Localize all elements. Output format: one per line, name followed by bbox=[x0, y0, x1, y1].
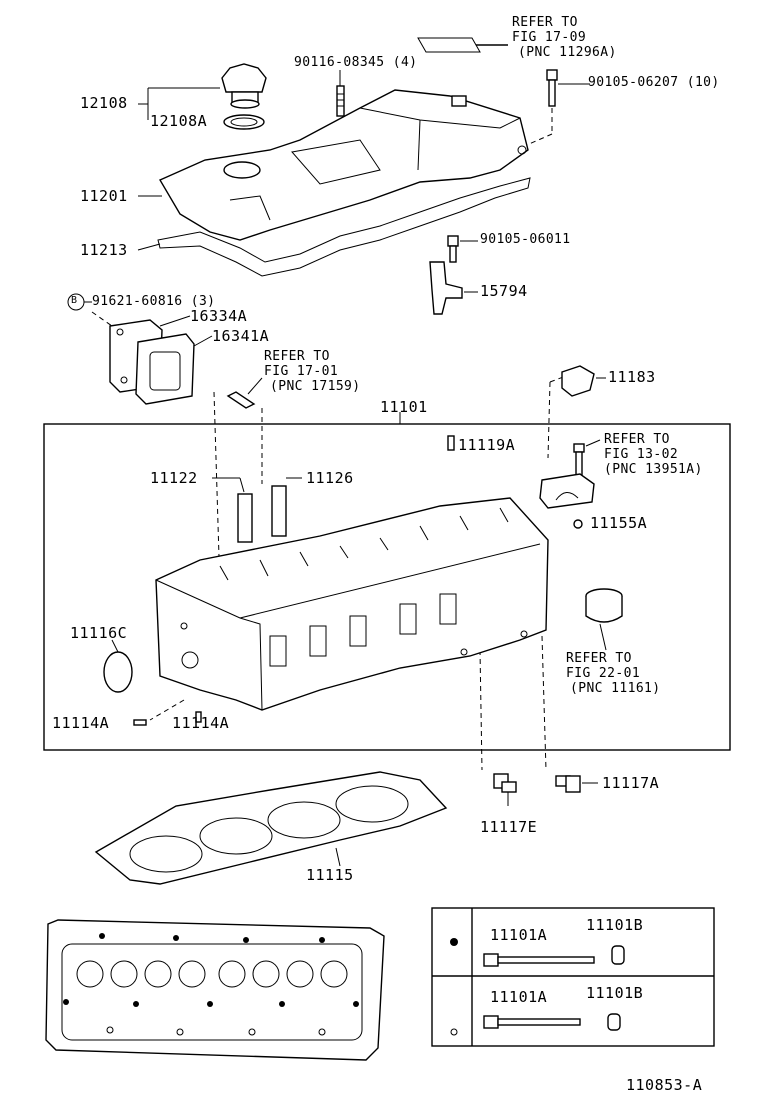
label-11126: 11126 bbox=[306, 469, 354, 487]
label-12108: 12108 bbox=[80, 94, 128, 112]
label-91621: 91621-60816 (3) bbox=[92, 294, 216, 309]
refer-1709-line2: FIG 17-09 bbox=[512, 30, 587, 45]
pin-11119A[interactable] bbox=[447, 435, 455, 451]
label-16341A: 16341A bbox=[212, 327, 270, 345]
sensor-15794[interactable] bbox=[429, 261, 463, 315]
filler-cap-gasket[interactable] bbox=[223, 114, 265, 130]
refer-2201-line3: (PNC 11161) bbox=[570, 681, 661, 696]
label-11119A: 11119A bbox=[458, 436, 516, 454]
table-row2-washer: 11101B bbox=[586, 984, 644, 1002]
head-washer-icon-2 bbox=[607, 1013, 621, 1031]
figure-id: 110853-A bbox=[626, 1076, 703, 1094]
label-11122: 11122 bbox=[150, 469, 198, 487]
valve-guide-11126[interactable] bbox=[271, 485, 287, 537]
pin-11114A-right[interactable] bbox=[195, 711, 202, 723]
refer-1709-line3: (PNC 11296A) bbox=[518, 45, 617, 60]
cylinder-head[interactable] bbox=[155, 497, 549, 711]
refer-1302-line1: REFER TO bbox=[604, 432, 670, 447]
label-90105-06207: 90105-06207 (10) bbox=[588, 75, 720, 90]
head-washer-icon bbox=[611, 945, 625, 965]
refer-2201-line2: FIG 22-01 bbox=[566, 666, 641, 681]
cam-plug-11161[interactable] bbox=[585, 588, 623, 623]
label-90105-06011: 90105-06011 bbox=[480, 232, 571, 247]
valve-guide-11122[interactable] bbox=[237, 493, 253, 543]
cylinder-head-bottom-view[interactable] bbox=[45, 919, 385, 1061]
label-11183: 11183 bbox=[608, 368, 656, 386]
refer-1709-line1: REFER TO bbox=[512, 15, 578, 30]
plug-11117A[interactable] bbox=[555, 775, 581, 793]
refer-1701-line2: FIG 17-01 bbox=[264, 364, 339, 379]
bolt-table bbox=[431, 907, 715, 1047]
label-11117E: 11117E bbox=[480, 818, 538, 836]
valve-cover-gasket[interactable] bbox=[157, 177, 531, 277]
label-11115: 11115 bbox=[306, 866, 354, 884]
label-11114A-left: 11114A bbox=[52, 714, 110, 732]
camshaft-cap-11183[interactable] bbox=[561, 365, 595, 397]
valve-cover[interactable] bbox=[158, 89, 529, 241]
label-11155A: 11155A bbox=[590, 514, 648, 532]
plug-11117E[interactable] bbox=[493, 773, 517, 793]
marker-open-icon bbox=[450, 1028, 458, 1036]
label-11213: 11213 bbox=[80, 241, 128, 259]
table-row1-washer: 11101B bbox=[586, 916, 644, 934]
label-90116: 90116-08345 (4) bbox=[294, 55, 418, 70]
refer-1302-line3: (PNC 13951A) bbox=[604, 462, 703, 477]
bolt-90105-06011[interactable] bbox=[447, 235, 459, 263]
refer-2201-line1: REFER TO bbox=[566, 651, 632, 666]
water-outlet-gasket[interactable] bbox=[135, 333, 195, 405]
stud-bolt-90116[interactable] bbox=[336, 85, 345, 117]
refer-tag-icon bbox=[417, 37, 508, 53]
head-bolt-icon bbox=[483, 953, 595, 967]
bolt-marker-letter: B bbox=[71, 295, 78, 306]
oil-filler-cap[interactable] bbox=[221, 63, 267, 109]
table-row1-bolt: 11101A bbox=[490, 926, 548, 944]
washer-11155A[interactable] bbox=[573, 519, 583, 529]
table-row2-bolt: 11101A bbox=[490, 988, 548, 1006]
label-11116C: 11116C bbox=[70, 624, 128, 642]
leader-12108 bbox=[138, 87, 220, 120]
cylinder-head-frame bbox=[43, 423, 731, 751]
head-bolt-icon-2 bbox=[483, 1015, 581, 1029]
pin-11114A-left[interactable] bbox=[133, 719, 147, 726]
stud-17159[interactable] bbox=[226, 391, 256, 409]
label-16334A: 16334A bbox=[190, 307, 248, 325]
refer-1701-line1: REFER TO bbox=[264, 349, 330, 364]
plug-11116C[interactable] bbox=[103, 651, 133, 693]
refer-1701-line3: (PNC 17159) bbox=[270, 379, 361, 394]
marker-filled-icon bbox=[450, 938, 458, 946]
label-12108A: 12108A bbox=[150, 112, 208, 130]
bearing-cap[interactable] bbox=[539, 473, 595, 509]
label-11114A-right: 11114A bbox=[172, 714, 230, 732]
head-gasket[interactable] bbox=[94, 771, 448, 885]
label-11117A: 11117A bbox=[602, 774, 660, 792]
label-11101: 11101 bbox=[380, 398, 428, 416]
label-11201: 11201 bbox=[80, 187, 128, 205]
label-15794: 15794 bbox=[480, 282, 528, 300]
bolt-90105-06207[interactable] bbox=[546, 69, 558, 107]
refer-1302-line2: FIG 13-02 bbox=[604, 447, 679, 462]
